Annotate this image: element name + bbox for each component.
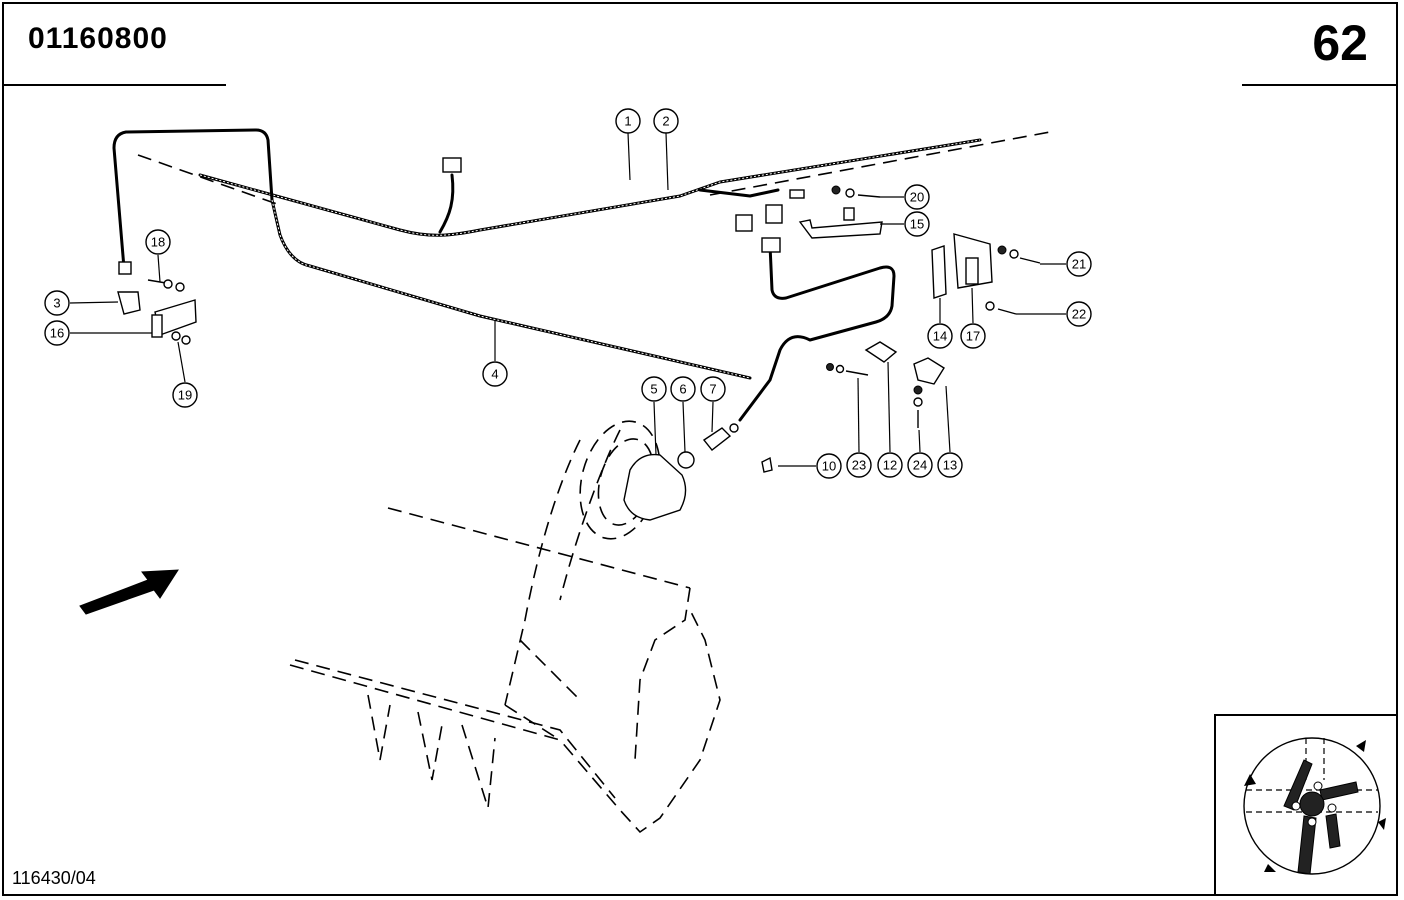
svg-text:16: 16 bbox=[50, 326, 64, 341]
header-rule-right bbox=[1242, 84, 1396, 86]
callout-12: 12 bbox=[877, 452, 903, 478]
svg-text:3: 3 bbox=[53, 296, 60, 311]
right-bracket-assembly bbox=[798, 185, 1041, 315]
callout-14: 14 bbox=[927, 323, 953, 349]
callout-5: 5 bbox=[641, 376, 667, 402]
figure-reference: 116430/04 bbox=[12, 868, 96, 888]
svg-text:18: 18 bbox=[151, 235, 165, 250]
callout-16: 16 bbox=[44, 320, 70, 346]
machine-outline bbox=[137, 131, 1051, 834]
document-number: 01160800 bbox=[28, 22, 168, 55]
callout-20: 20 bbox=[904, 184, 930, 210]
harness-connectors bbox=[118, 157, 805, 275]
svg-text:10: 10 bbox=[822, 459, 836, 474]
callout-19: 19 bbox=[172, 382, 198, 408]
orientation-inset bbox=[1243, 737, 1386, 875]
svg-text:2: 2 bbox=[662, 114, 669, 129]
callout-22: 22 bbox=[1066, 301, 1092, 327]
callout-17: 17 bbox=[960, 323, 986, 349]
callout-4: 4 bbox=[482, 361, 508, 387]
page-number: 62 bbox=[1312, 15, 1368, 71]
callout-10: 10 bbox=[816, 453, 842, 479]
svg-text:17: 17 bbox=[966, 329, 980, 344]
lamp-assembly bbox=[623, 423, 739, 521]
svg-text:12: 12 bbox=[883, 458, 897, 473]
callout-7: 7 bbox=[700, 376, 726, 402]
svg-text:5: 5 bbox=[650, 382, 657, 397]
callout-6: 6 bbox=[670, 376, 696, 402]
callout-18: 18 bbox=[145, 229, 171, 255]
svg-text:14: 14 bbox=[933, 329, 947, 344]
callout-15: 15 bbox=[904, 211, 930, 237]
svg-text:22: 22 bbox=[1072, 307, 1086, 322]
svg-text:6: 6 bbox=[679, 382, 686, 397]
wiring-harness bbox=[112, 128, 982, 422]
callout-24: 24 bbox=[907, 452, 933, 478]
direction-arrow bbox=[79, 569, 179, 615]
svg-text:4: 4 bbox=[491, 367, 498, 382]
callout-1: 1 bbox=[615, 108, 641, 134]
svg-text:19: 19 bbox=[178, 388, 192, 403]
svg-text:20: 20 bbox=[910, 190, 924, 205]
inset-frame bbox=[1214, 714, 1398, 896]
svg-text:7: 7 bbox=[709, 382, 716, 397]
header-rule-left bbox=[2, 84, 226, 86]
callout-13: 13 bbox=[937, 452, 963, 478]
svg-text:21: 21 bbox=[1072, 257, 1086, 272]
callout-21: 21 bbox=[1066, 251, 1092, 277]
svg-text:1: 1 bbox=[624, 114, 631, 129]
callout-2: 2 bbox=[653, 108, 679, 134]
left-bracket-assembly bbox=[117, 279, 197, 345]
svg-text:23: 23 bbox=[852, 458, 866, 473]
svg-text:24: 24 bbox=[913, 458, 927, 473]
svg-text:13: 13 bbox=[943, 458, 957, 473]
callout-23: 23 bbox=[846, 452, 872, 478]
callout-3: 3 bbox=[44, 290, 70, 316]
lower-right-hardware bbox=[761, 341, 945, 473]
leader-lines bbox=[69, 132, 1066, 467]
svg-text:15: 15 bbox=[910, 217, 924, 232]
